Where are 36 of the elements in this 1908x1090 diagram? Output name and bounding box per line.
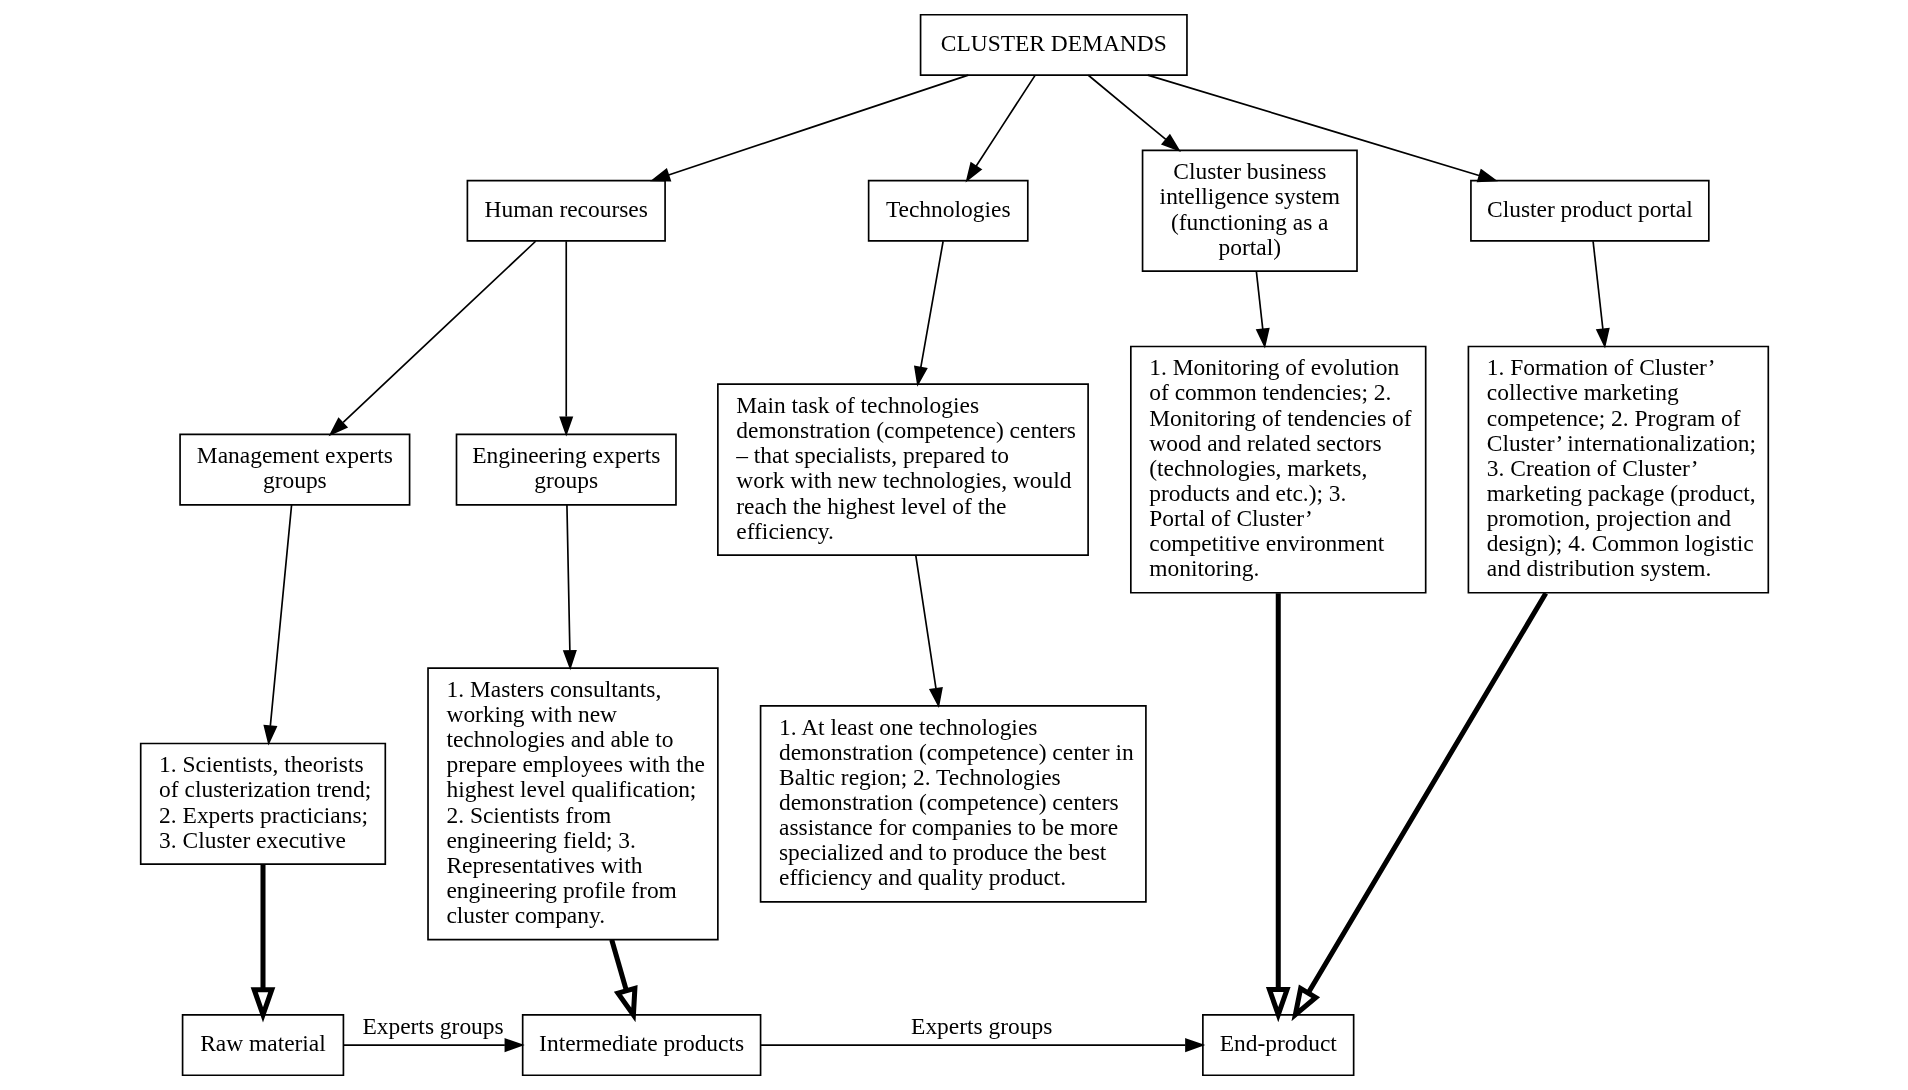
arrow <box>562 504 577 671</box>
node-box: End-product <box>1201 1014 1354 1077</box>
node-box: 1. Masters consultants, working with new technologies and able to prepare employees with the highest level qualification; 2. Scientists from engineering field; 3. Representatives with engineering profile from cluster company. <box>426 667 719 941</box>
arrow <box>608 939 638 1023</box>
arrow <box>1591 240 1610 349</box>
arrow <box>558 240 573 437</box>
node-box: Engineering experts groups <box>455 433 677 506</box>
arrow <box>913 240 944 387</box>
edge-label: Experts groups <box>361 1012 504 1039</box>
node-box: Cluster business intelligence system (functioning as a portal) <box>1141 149 1358 272</box>
arrow <box>965 74 1036 183</box>
node-box: Management experts groups <box>178 433 410 506</box>
arrow <box>342 1038 525 1053</box>
node-box: Human recourses <box>466 179 666 242</box>
arrow <box>759 1038 1205 1053</box>
node-box: 1. Monitoring of evolution of common tendencies; 2. Monitoring of tendencies of wood and related sectors (technologies, markets, products and etc.); 3. Portal of Cluster’ competitive environment monitoring. <box>1129 345 1427 594</box>
node-box: Technologies <box>867 179 1029 242</box>
arrow <box>914 554 943 708</box>
arrow <box>1291 592 1548 1022</box>
edge-label: Experts groups <box>910 1012 1052 1039</box>
arrow <box>1255 270 1270 349</box>
node-box: Intermediate products <box>521 1014 761 1077</box>
arrow <box>328 240 536 437</box>
node-box: CLUSTER DEMANDS <box>919 13 1188 76</box>
arrow <box>1087 74 1181 153</box>
arrow <box>1265 593 1291 1023</box>
arrow <box>262 504 292 746</box>
arrow <box>250 864 275 1023</box>
node-box: 1. At least one technologies demonstration (competence) center in Baltic region; 2. Technologies demonstration (competence) centers assistance for companies to be more specialized and to produce the best efficiency and quality product. <box>759 705 1147 903</box>
node-box: Raw material <box>181 1014 344 1077</box>
node-box: Cluster product portal <box>1469 179 1710 242</box>
node-box: 1. Scientists, theorists of clusterization trend; 2. Experts practicians; 3. Cluster executive <box>139 742 386 865</box>
node-box: 1. Formation of Cluster’ collective marketing competence; 2. Program of Cluster’ internationalization; 3. Creation of Cluster’ marketing package (product, promotion, projection and design); 4. Common logistic and distribution system. <box>1467 345 1769 594</box>
arrow <box>649 74 969 182</box>
node-box: Main task of technologies demonstration (competence) centers – that specialists, prepared to work with new technologies, would reach the highest level of the efficiency. <box>716 383 1089 556</box>
arrow <box>1146 74 1498 183</box>
